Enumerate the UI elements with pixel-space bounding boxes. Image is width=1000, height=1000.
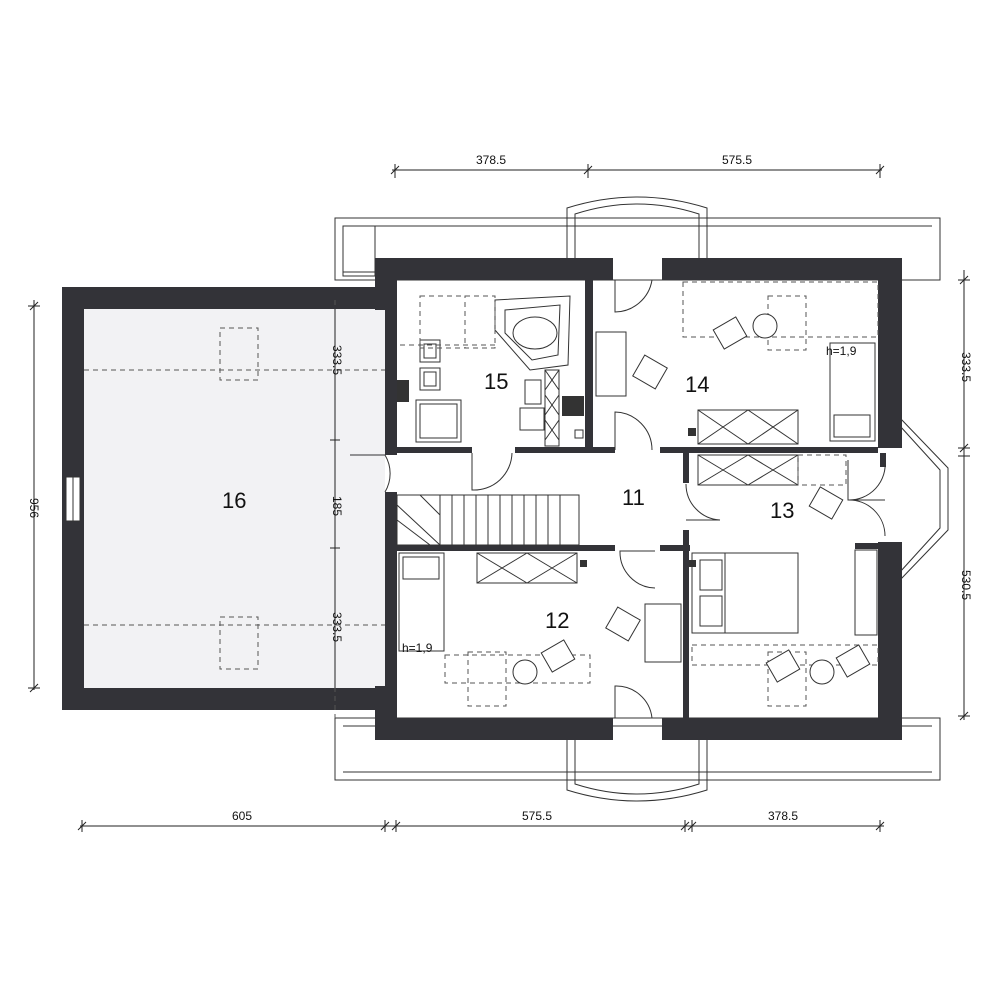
staircase (396, 494, 580, 546)
door-swings (350, 279, 886, 719)
bay-window-bottom (566, 740, 708, 802)
height-label-room-14: h=1,9 (826, 344, 857, 358)
dim-inner-lower: 333.5 (330, 612, 344, 642)
dimension-right: 333.5 530.5 (958, 270, 973, 721)
dimension-bottom: 605 575.5 378.5 (77, 809, 885, 832)
dim-top-left: 378.5 (476, 153, 506, 167)
room-number-13: 13 (770, 498, 794, 523)
dim-top-right: 575.5 (722, 153, 752, 167)
room-number-11: 11 (622, 485, 645, 510)
room-number-14: 14 (685, 372, 709, 397)
bay-window-top (566, 196, 708, 258)
room-labels: 16 15 14 11 13 12 (222, 369, 794, 633)
room-14-furniture: h=1,9 (595, 281, 879, 445)
dim-bottom-left: 605 (232, 809, 252, 823)
room-12-furniture: h=1,9 (398, 552, 682, 707)
dimension-top: 378.5 575.5 (390, 153, 885, 178)
dimension-left: 956 (27, 300, 41, 693)
room-number-16: 16 (222, 488, 246, 513)
height-label-room-12: h=1,9 (402, 641, 433, 655)
room-number-15: 15 (484, 369, 508, 394)
dim-left-total: 956 (27, 498, 41, 518)
bay-window-right (899, 417, 949, 581)
dim-right-top: 333.5 (959, 352, 973, 382)
dim-inner-mid: 185 (330, 496, 344, 516)
dim-bottom-mid: 575.5 (522, 809, 552, 823)
dimension-inner: 333.5 185 333.5 (330, 309, 344, 688)
bathroom-fixtures (397, 295, 584, 447)
window-room-16 (65, 476, 81, 522)
room-number-12: 12 (545, 608, 569, 633)
room-13-furniture (689, 454, 879, 707)
dim-inner-upper: 333.5 (330, 345, 344, 375)
dim-right-bottom: 530.5 (959, 570, 973, 600)
dim-bottom-right: 378.5 (768, 809, 798, 823)
